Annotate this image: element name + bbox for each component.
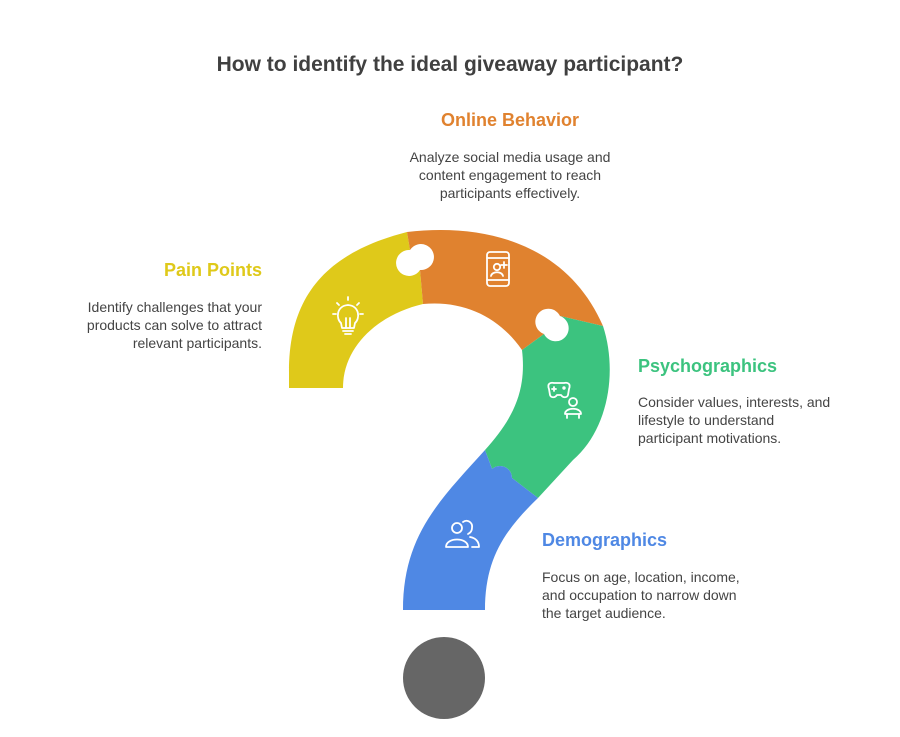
smartphone-user-icon (486, 251, 510, 287)
gamepad-person-icon (547, 381, 582, 419)
users-icon (445, 519, 480, 548)
online-behavior-piece (407, 230, 603, 350)
demographics-description: Focus on age, location, income, and occu… (542, 569, 740, 621)
psychographics-piece (485, 316, 610, 498)
lightbulb-icon (332, 296, 364, 335)
diagram-title: How to identify the ideal giveaway parti… (216, 53, 684, 76)
question-mark-dot (403, 637, 485, 719)
online-behavior-heading: Online Behavior (440, 110, 580, 130)
psychographics-heading: Psychographics (638, 356, 778, 376)
pain-points-description: Identify challenges that your products c… (86, 299, 262, 351)
demographics-piece (403, 450, 538, 610)
psychographics-description: Consider values, interests, and lifestyl… (638, 394, 831, 446)
pain-points-heading: Pain Points (163, 260, 262, 280)
demographics-heading: Demographics (542, 530, 668, 550)
online-behavior-description: Analyze social media usage and content e… (409, 149, 611, 201)
